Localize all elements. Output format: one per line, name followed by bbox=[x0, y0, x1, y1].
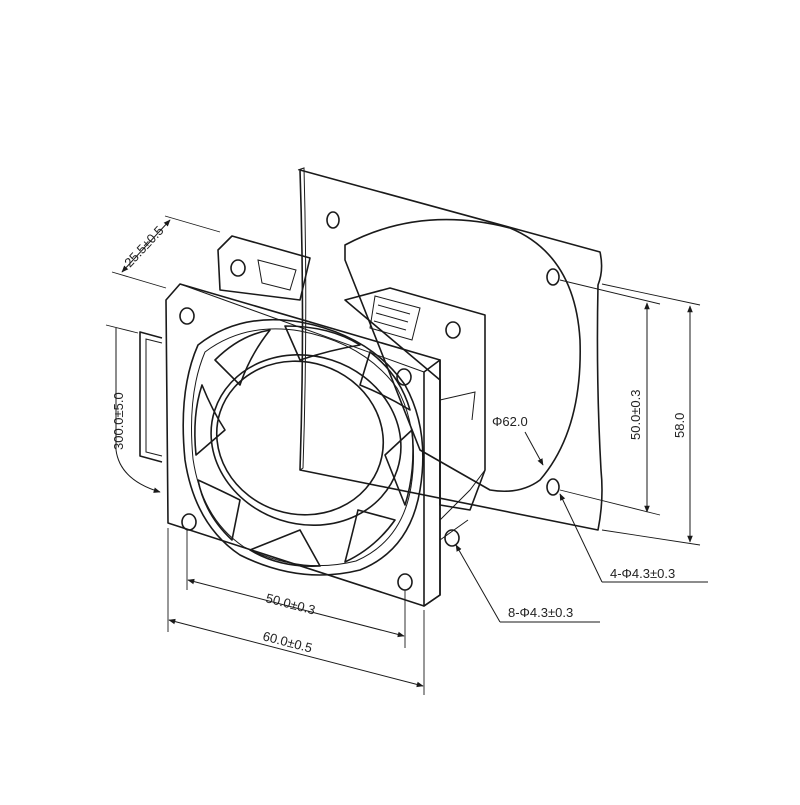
dim-depth-label: 25.5±0.5 bbox=[121, 223, 166, 270]
rear-frame-hole-bottom-right bbox=[444, 529, 460, 547]
impeller bbox=[194, 325, 414, 567]
blade-7 bbox=[197, 479, 241, 541]
blade-1 bbox=[214, 329, 271, 386]
callout-guard-holes: 4-Φ4.3±0.3 bbox=[559, 493, 708, 583]
rear-gasket-plate bbox=[297, 167, 603, 531]
callout-frame-holes-label: 8-Φ4.3±0.3 bbox=[508, 605, 573, 620]
blade-3 bbox=[359, 351, 411, 411]
front-frame-hole-top-left bbox=[179, 307, 195, 325]
blade-4 bbox=[384, 429, 414, 506]
dim-guard-height: 58.0 bbox=[601, 283, 701, 546]
front-frame-hole-bottom-right bbox=[397, 573, 413, 591]
gasket-opening bbox=[344, 218, 581, 493]
dim-cable-length-label: 300.0±5.0 bbox=[111, 392, 126, 450]
dim-frame-width-label: 60.0±0.5 bbox=[261, 628, 314, 655]
dim-diameter: Φ62.0 bbox=[492, 414, 544, 466]
dim-side-hole-spacing-label: 50.0±0.3 bbox=[628, 389, 643, 440]
hub-cap bbox=[215, 360, 385, 516]
callout-guard-holes-label: 4-Φ4.3±0.3 bbox=[610, 566, 675, 581]
venturi-opening bbox=[182, 318, 424, 576]
dim-side-hole-spacing: 50.0±0.3 bbox=[559, 279, 661, 516]
gasket-hole-top-left bbox=[326, 211, 340, 229]
dim-front-hole-spacing-label: 50.0±0.3 bbox=[264, 590, 317, 617]
rear-frame-hole-top-right bbox=[445, 321, 461, 339]
front-frame-hole-bottom-left bbox=[181, 513, 197, 531]
gasket-hole-top-right bbox=[546, 268, 560, 286]
dim-depth: 25.5±0.5 bbox=[111, 215, 221, 289]
hub bbox=[210, 353, 402, 527]
blade-6 bbox=[249, 529, 321, 567]
blade-5 bbox=[344, 509, 396, 563]
callout-frame-holes: 8-Φ4.3±0.3 bbox=[455, 544, 600, 623]
dim-guard-height-label: 58.0 bbox=[672, 413, 687, 438]
dim-cable-length: 300.0±5.0 bbox=[105, 324, 161, 493]
gasket-hole-bottom-right bbox=[546, 478, 560, 496]
lead-wire bbox=[139, 331, 163, 463]
blade-8 bbox=[194, 384, 226, 456]
front-frame-hole-top-right bbox=[396, 368, 412, 386]
dim-frame-width: 60.0±0.5 bbox=[167, 528, 425, 695]
front-fan-frame bbox=[165, 283, 486, 607]
rear-frame-hole-top-left bbox=[230, 259, 246, 277]
dim-diameter-label: Φ62.0 bbox=[492, 414, 528, 429]
